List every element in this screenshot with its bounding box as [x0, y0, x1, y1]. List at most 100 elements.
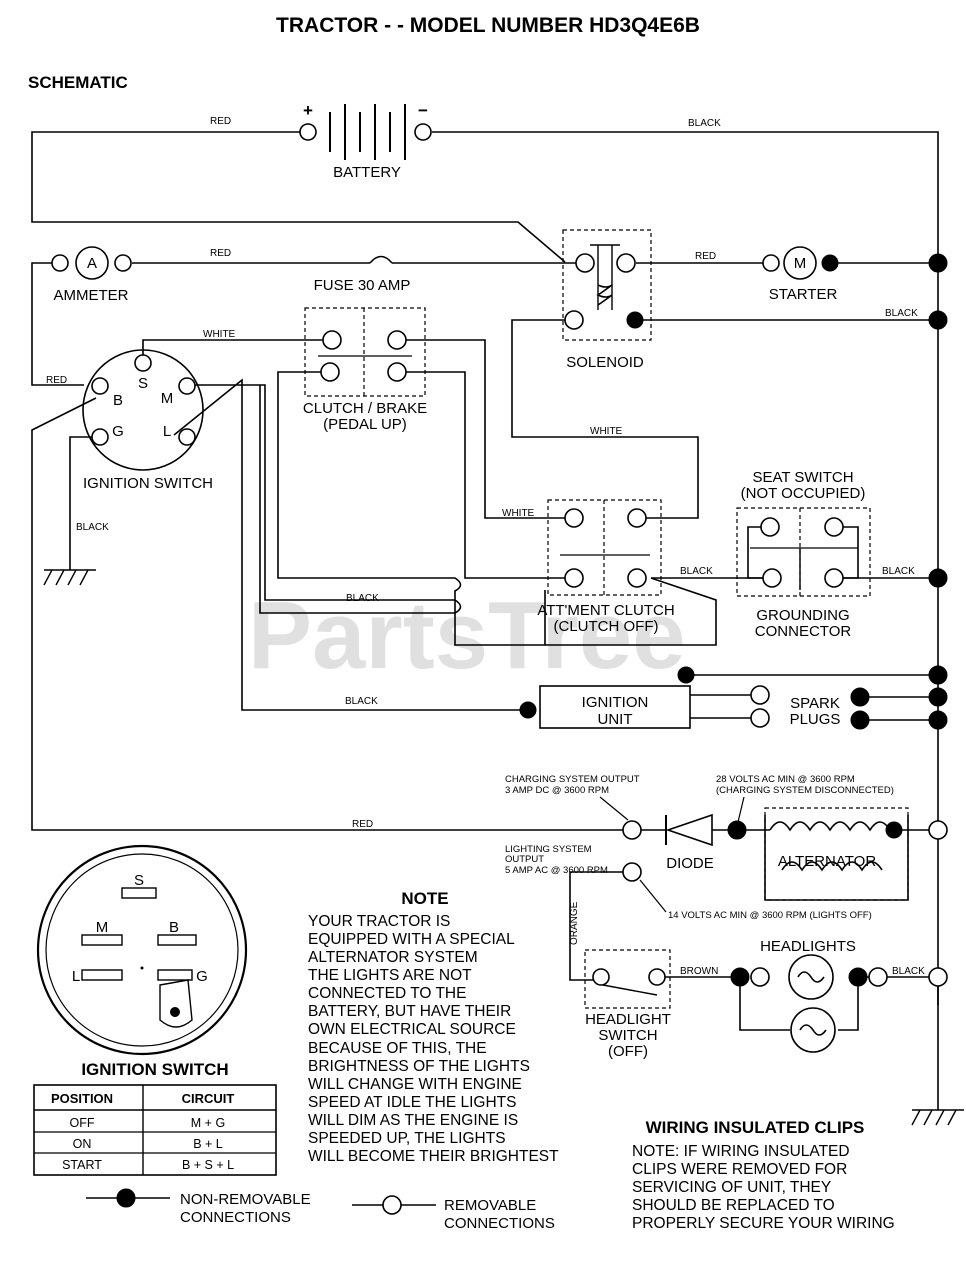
ignition-switch-label: IGNITION SWITCH [83, 475, 213, 492]
wire-label-black-solenoid: BLACK [885, 308, 918, 319]
spark-plugs-label-2: PLUGS [790, 711, 841, 728]
starter-symbol: M [794, 255, 807, 272]
battery-minus-symbol: − [418, 101, 428, 120]
table-header-circuit: CIRCUIT [182, 1091, 235, 1106]
spark-plugs: SPARK PLUGS [750, 685, 870, 730]
legend-removable-2: CONNECTIONS [444, 1215, 555, 1232]
legend-removable-1: REMOVABLE [444, 1197, 536, 1214]
ignition-unit: IGNITION UNIT [519, 666, 695, 729]
solenoid: SOLENOID [562, 229, 652, 371]
starter-label: STARTER [769, 286, 838, 303]
lights-14v-note: 14 VOLTS AC MIN @ 3600 RPM (LIGHTS OFF) [668, 910, 872, 921]
headlights: HEADLIGHTS [730, 938, 888, 1053]
attachment-clutch-switch: ATT'MENT CLUTCH (CLUTCH OFF) [537, 499, 675, 635]
detail-terminal-l: L [72, 968, 80, 985]
clips-note-heading: WIRING INSULATED CLIPS [646, 1118, 865, 1137]
charging-output-note-2: 3 AMP DC @ 3600 RPM [505, 785, 609, 796]
battery-plus-symbol: + [303, 101, 313, 120]
note-line: WILL BECOME THEIR BRIGHTEST [308, 1148, 559, 1165]
grounding-connector-label-1: GROUNDING [756, 607, 849, 624]
ign-terminal-b: B [113, 392, 123, 409]
note-line: CONNECTED TO THE [308, 985, 466, 1002]
ign-terminal-s: S [138, 375, 148, 392]
table-cell: M + G [191, 1116, 225, 1130]
note-line: SPEED AT IDLE THE LIGHTS [308, 1094, 516, 1111]
note-line: WILL CHANGE WITH ENGINE [308, 1076, 522, 1093]
ignition-switch: S B M G L IGNITION SWITCH [82, 349, 213, 492]
seat-switch-label-1: SEAT SWITCH [752, 469, 853, 486]
wire-label-white-ign-s: WHITE [203, 329, 236, 340]
wire-label-black-ign-ground: BLACK [76, 522, 109, 533]
solenoid-label: SOLENOID [566, 354, 644, 371]
wire-label-red-starter: RED [695, 251, 716, 262]
note-line: WILL DIM AS THE ENGINE IS [308, 1112, 518, 1129]
removable-connection-icon [382, 1195, 402, 1215]
lighting-output-note-2: OUTPUT [505, 854, 544, 865]
ammeter-symbol: A [87, 255, 97, 272]
grounding-connector-label-2: CONNECTOR [755, 623, 852, 640]
wire-label-black-clutch-loop: BLACK [346, 593, 379, 604]
detail-terminal-b: B [169, 919, 179, 936]
table-cell: ON [73, 1137, 92, 1151]
battery-terminal-negative [414, 123, 432, 141]
charging-output-note-1: CHARGING SYSTEM OUTPUT [505, 774, 640, 785]
note-line: BECAUSE OF THIS, THE [308, 1040, 487, 1057]
table-cell: START [62, 1158, 102, 1172]
wire-label-black-seat-ground: BLACK [882, 566, 915, 577]
note-line: YOUR TRACTOR IS [308, 913, 450, 930]
ignition-switch-detail-heading: IGNITION SWITCH [81, 1060, 228, 1079]
note-heading: NOTE [401, 889, 448, 908]
ammeter-label: AMMETER [54, 287, 129, 304]
ignition-unit-label-1: IGNITION [582, 694, 649, 711]
clips-note-line: NOTE: IF WIRING INSULATED [632, 1143, 850, 1160]
headlights-label: HEADLIGHTS [760, 938, 856, 955]
fuse: FUSE 30 AMP [314, 255, 410, 294]
wire-label-white-clutch-brake: WHITE [590, 426, 623, 437]
ign-terminal-l: L [163, 423, 171, 440]
headlight-switch: HEADLIGHT SWITCH (OFF) [584, 949, 671, 1060]
alt-28v-note-1: 28 VOLTS AC MIN @ 3600 RPM [716, 774, 855, 785]
headlight-switch-label-2: SWITCH [598, 1027, 657, 1044]
headlight-switch-label-3: (OFF) [608, 1043, 648, 1060]
clips-note-line: PROPERLY SECURE YOUR WIRING [632, 1215, 895, 1232]
ammeter: A AMMETER [51, 246, 132, 304]
note-line: EQUIPPED WITH A SPECIAL [308, 931, 515, 948]
ignition-unit-label-2: UNIT [598, 711, 633, 728]
battery: + − BATTERY [299, 101, 432, 181]
ign-terminal-m: M [161, 390, 174, 407]
diode: DIODE [622, 813, 747, 872]
note-line: BATTERY, BUT HAVE THEIR [308, 1003, 511, 1020]
table-cell: B + L [193, 1137, 223, 1151]
legend-non-removable-1: NON-REMOVABLE [180, 1191, 311, 1208]
alternator-label: ALTERNATOR [778, 853, 877, 870]
spark-plugs-label-1: SPARK [790, 695, 840, 712]
clutch-brake-label-1: CLUTCH / BRAKE [303, 400, 427, 417]
diode-label: DIODE [666, 855, 714, 872]
table-cell: B + S + L [182, 1158, 234, 1172]
starter: M STARTER [762, 246, 839, 303]
clips-note-line: SHOULD BE REPLACED TO [632, 1197, 835, 1214]
headlight-switch-label-1: HEADLIGHT [585, 1011, 671, 1028]
lighting-output-note-1: LIGHTING SYSTEM [505, 844, 592, 855]
alternator-note: NOTE YOUR TRACTOR IS EQUIPPED WITH A SPE… [308, 889, 559, 1165]
legend: NON-REMOVABLE CONNECTIONS REMOVABLE CONN… [86, 1188, 555, 1232]
lighting-output-connection [622, 862, 642, 882]
watermark: PartsTree [248, 582, 686, 689]
wire-label-orange: ORANGE [569, 901, 580, 945]
ground-bus-junctions [928, 253, 948, 987]
note-line: ALTERNATOR SYSTEM [308, 949, 478, 966]
ground-icon [43, 569, 96, 586]
note-line: THE LIGHTS ARE NOT [308, 967, 472, 984]
clutch-brake-label-2: (PEDAL UP) [323, 416, 407, 433]
wire-label-black-ignition-unit: BLACK [345, 696, 378, 707]
seat-switch: SEAT SWITCH (NOT OCCUPIED) GROUNDING CON… [736, 469, 871, 640]
wire-label-black-headlights: BLACK [892, 966, 925, 977]
wire-label-black-battery: BLACK [688, 118, 721, 129]
wire-label-brown: BROWN [680, 966, 718, 977]
battery-label: BATTERY [333, 164, 401, 181]
non-removable-connection-icon [116, 1188, 136, 1208]
note-line: BRIGHTNESS OF THE LIGHTS [308, 1058, 530, 1075]
wire-label-red-charging: RED [352, 819, 373, 830]
clutch-brake-switch: CLUTCH / BRAKE (PEDAL UP) [303, 307, 427, 433]
